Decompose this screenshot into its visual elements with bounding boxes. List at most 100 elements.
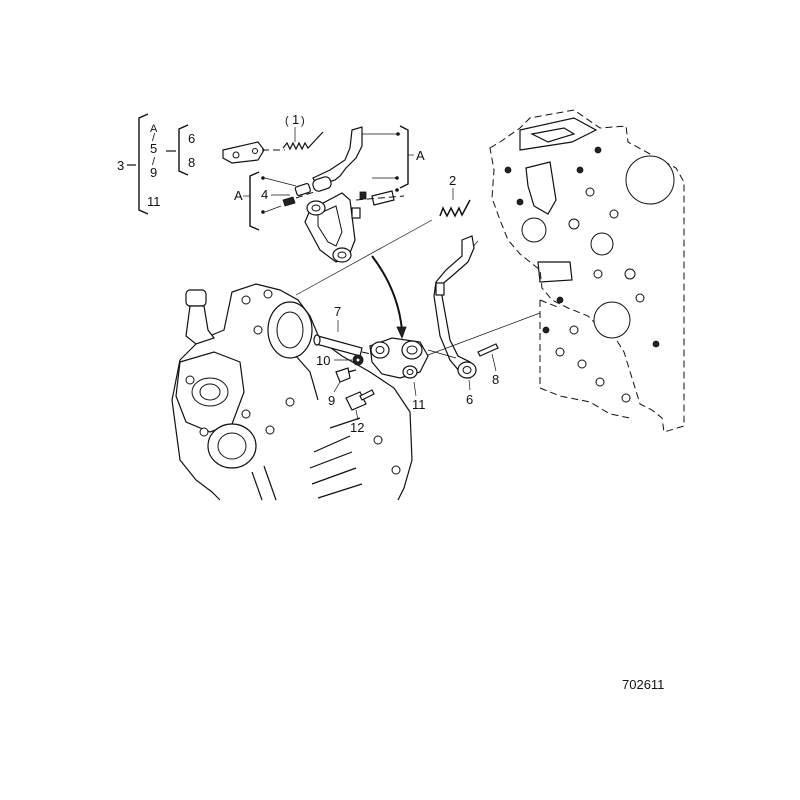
- washer-10-hole: [355, 357, 361, 363]
- fin-5: [329, 417, 361, 429]
- plate-hole-2: [252, 148, 258, 154]
- legend-bracket-left: [138, 113, 149, 215]
- block-joint: [539, 299, 561, 309]
- paren-close: ): [301, 115, 305, 127]
- marker-a-left: A: [234, 188, 243, 203]
- legend-group: 3 A / 5 / 9 11 6 8: [117, 113, 195, 215]
- block-top-port: [519, 117, 598, 151]
- block-bore-top: [625, 155, 675, 205]
- pin-8: [477, 343, 499, 357]
- case-hole-7: [285, 397, 295, 407]
- case-hole-2: [263, 289, 273, 299]
- screw-small: [282, 196, 296, 207]
- block-bore-mid: [590, 232, 614, 256]
- lever-6-hole: [462, 366, 472, 374]
- case-lower-bore-inner: [217, 432, 247, 460]
- block-top-port-inner: [530, 127, 576, 143]
- case-hole-6: [265, 425, 275, 435]
- legend-item-5: 5: [150, 141, 157, 156]
- lever-eye-hole: [311, 204, 321, 212]
- legend-bracket-sub: [178, 124, 189, 176]
- leader-12: [355, 409, 359, 421]
- bracket-a-right: [399, 125, 409, 189]
- fin-3: [311, 467, 357, 485]
- legend-slash-2: /: [152, 156, 156, 168]
- block-hole-9: [577, 359, 587, 369]
- bolt-9-shank: [347, 369, 357, 373]
- pin-8-axis: [419, 312, 541, 359]
- callout-1: 1: [292, 112, 299, 127]
- lever-cutout: [317, 205, 343, 247]
- block-hole-7: [569, 325, 579, 335]
- fin-2: [309, 451, 353, 469]
- block-hole-10: [595, 377, 605, 387]
- dot-2: [261, 210, 265, 214]
- lever-boss: [312, 176, 332, 192]
- case-top-outline: [179, 283, 413, 501]
- spring-lever-group: 2 6 8: [295, 173, 541, 407]
- leader-11: [413, 381, 417, 397]
- block-stud-7: [652, 340, 660, 348]
- callout-12: 12: [350, 420, 364, 435]
- block-hole-1: [568, 218, 580, 230]
- paren-open: (: [285, 115, 289, 127]
- bracket-11-foot-hole: [406, 369, 414, 375]
- lever-eye-bottom-hole: [337, 251, 347, 259]
- block-hole-4: [593, 269, 603, 279]
- legend-slash-1: /: [152, 132, 156, 144]
- fin-1: [313, 435, 351, 453]
- block-bore-lower: [593, 301, 631, 339]
- spring-large: [439, 199, 471, 218]
- case-rib-1: [263, 465, 277, 501]
- engine-block: [489, 109, 685, 433]
- bracket-a-left: [249, 171, 260, 231]
- bracket-11-eye-right-hole: [406, 345, 418, 355]
- block-stud-1: [594, 146, 602, 154]
- leader-4a: [264, 177, 297, 187]
- top-subassembly: ( 1 ) A 4: [222, 112, 425, 263]
- block-slot: [525, 161, 557, 215]
- block-hole-3: [609, 209, 619, 219]
- callout-8: 8: [492, 372, 499, 387]
- block-hole-11: [621, 393, 631, 403]
- legend-group-label: 3: [117, 158, 124, 173]
- leader-6: [468, 379, 471, 391]
- lever-stud: [351, 207, 361, 219]
- block-stud-4: [516, 198, 524, 206]
- case-seal-bore-inner: [276, 311, 304, 349]
- bolt-12-shank: [359, 389, 375, 401]
- case-hole-4: [185, 375, 195, 385]
- block-stud-5: [556, 296, 564, 304]
- fin-4: [317, 483, 363, 499]
- sleeve-cap: [359, 191, 367, 200]
- block-stud-2: [576, 166, 584, 174]
- block-stud-3: [504, 166, 512, 174]
- curved-arrow: [371, 255, 403, 331]
- bracket-11-eye-left-hole: [375, 346, 385, 354]
- callout-9: 9: [328, 393, 335, 408]
- block-window: [537, 261, 573, 283]
- legend-sub-8: 8: [188, 155, 195, 170]
- sleeve-centerline: [355, 195, 405, 201]
- case-web: [295, 355, 319, 401]
- marker-a-right: A: [416, 148, 425, 163]
- plate-bracket: [222, 141, 265, 164]
- spring-axis-line: [295, 219, 433, 296]
- gear-case: [171, 283, 413, 501]
- leader-4c: [264, 205, 282, 213]
- block-lower-edge: [539, 300, 631, 419]
- bracket-11-axis: [427, 349, 457, 359]
- front-parts: 7 10 9 11 12: [313, 304, 457, 435]
- block-bore-left: [521, 217, 547, 243]
- block-hole-6: [635, 293, 645, 303]
- figure-number: 702611: [622, 677, 664, 692]
- callout-10: 10: [316, 353, 330, 368]
- lever-6-tab: [435, 282, 445, 296]
- case-housing-port-inner: [199, 383, 221, 401]
- callout-4: 4: [261, 187, 268, 202]
- callout-7: 7: [334, 304, 341, 319]
- legend-item-a: A: [150, 123, 158, 135]
- case-hole-9: [373, 435, 383, 445]
- dot-1: [261, 176, 265, 180]
- case-cap: [185, 289, 207, 307]
